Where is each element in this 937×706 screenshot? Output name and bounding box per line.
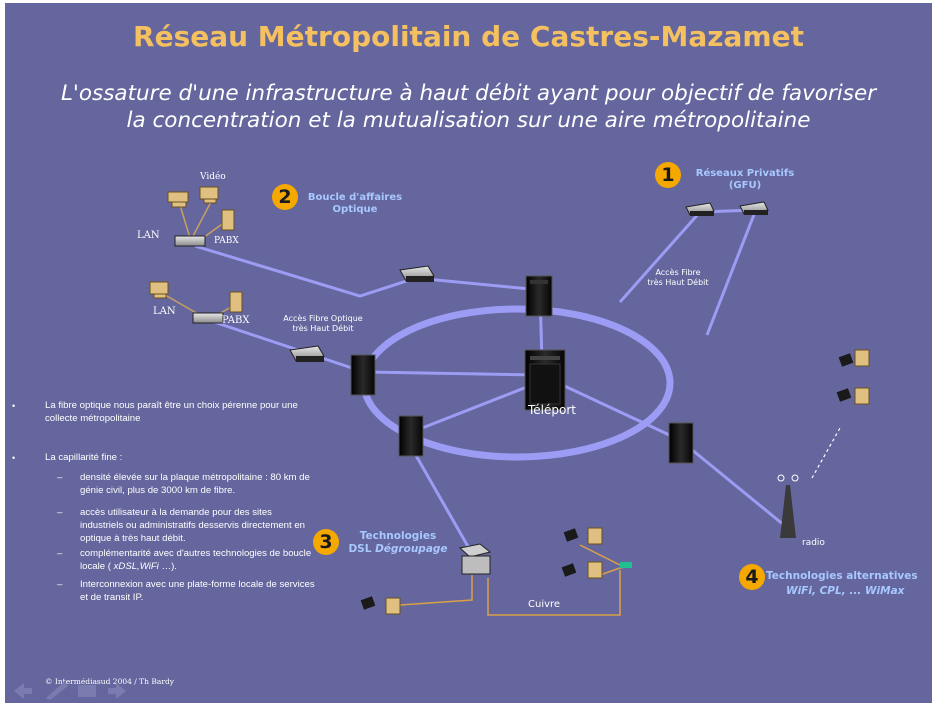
nav-menu-icon[interactable] <box>78 685 96 697</box>
spoke-right <box>555 380 681 442</box>
computer-icons <box>149 186 870 615</box>
link-gfu-left <box>618 211 702 303</box>
label-teleport: Téléport <box>528 403 576 417</box>
section-1-line1: Réseaux Privatifs <box>695 168 795 179</box>
footer-copyright: © Intermédiasud 2004 / Th Bardy <box>45 677 175 686</box>
section-2-line2: Optique <box>332 204 378 215</box>
switch-icon <box>174 235 206 247</box>
link-dsl <box>408 444 472 551</box>
subbullet-3: complémentarité avec d'autres technologi… <box>80 548 312 572</box>
switch-icon <box>289 345 325 362</box>
label-lan-2: LAN <box>153 306 176 317</box>
phone-icon <box>838 353 854 367</box>
server-tower-icon <box>524 349 566 411</box>
section-3-label: Technologies DSL Dégroupage <box>338 530 458 556</box>
label-lan-1: LAN <box>137 230 160 241</box>
section-2-line1: Boucle d'affaires <box>307 192 403 203</box>
dash-marker: – <box>57 579 63 590</box>
phone-icon <box>561 563 577 577</box>
bullet-marker: • <box>12 453 16 463</box>
label-acces-fibre-1: Accès Fibre très Haut Débit <box>647 268 709 287</box>
badge-4: 4 <box>739 564 765 590</box>
nav-back-icon[interactable] <box>14 683 32 699</box>
dslam-icon <box>458 543 492 575</box>
radio-antenna-icon <box>777 474 799 538</box>
subbullet-2: accès utilisateur à la demande pour des … <box>80 507 306 544</box>
computer-icon <box>587 527 603 545</box>
dash-marker: – <box>57 507 63 518</box>
slide-subtitle: L'ossature d'une infrastructure à haut d… <box>5 80 932 134</box>
section-4-label: Technologies alternatives WiFi, CPL, ...… <box>766 569 936 599</box>
server-tower-icon <box>398 415 424 457</box>
section-3-line2: DSL Dégroupage <box>348 543 448 555</box>
subtitle-line-1: L'ossature d'une infrastructure à haut d… <box>60 81 877 106</box>
phone-icon <box>360 596 376 610</box>
nav-forward-icon[interactable] <box>108 683 126 699</box>
switch-icon <box>192 312 224 324</box>
link-lan-node <box>207 318 365 374</box>
subtitle-line-2: la concentration et la mutualisation sur… <box>126 108 811 133</box>
computer-icon <box>854 349 870 367</box>
subbullet-1: densité élevée sur la plaque métropolita… <box>80 472 310 496</box>
switch-icon <box>739 201 769 215</box>
server-tower-icon <box>350 354 376 396</box>
dash-marker: – <box>57 548 63 559</box>
computer-icon <box>587 561 603 579</box>
phone-icon <box>563 528 579 542</box>
label-radio: radio <box>802 538 825 548</box>
section-4-line1: Technologies alternatives <box>766 570 918 582</box>
bullet-marker: • <box>12 401 16 411</box>
label-cuivre: Cuivre <box>528 599 561 610</box>
slide-nav <box>14 682 126 700</box>
section-4-line2: WiFi, CPL, ... WiMax <box>786 585 905 597</box>
bullet-list: • La fibre optique nous paraît être un c… <box>0 398 330 618</box>
computer-icon <box>149 281 169 299</box>
section-1-line2: (GFU) <box>728 180 762 191</box>
link-gfu-right <box>705 211 757 336</box>
badge-1: 1 <box>655 162 681 188</box>
label-pabx-1: PABX <box>214 236 239 246</box>
modem-icon <box>620 562 632 568</box>
slide-background <box>5 3 932 703</box>
section-1-label: Réseaux Privatifs (GFU) <box>670 168 820 192</box>
server-tower-icon <box>668 422 694 464</box>
pabx-icon <box>221 209 235 231</box>
label-acces-fibre-2: Accès Fibre Optique très Haut Débit <box>283 314 363 333</box>
link-pabx-ring <box>194 244 541 298</box>
section-2-label: Boucle d'affaires Optique <box>290 192 420 216</box>
computer-icon <box>385 597 401 615</box>
subbullet-4: Interconnexion avec une plate-forme loca… <box>80 579 315 603</box>
switch-icon <box>685 202 715 216</box>
computer-icon <box>854 387 870 405</box>
pabx-icon <box>229 291 243 313</box>
computer-icon <box>167 191 189 208</box>
slide-title: Réseau Métropolitain de Castres-Mazamet <box>133 20 804 53</box>
link-radio <box>679 438 791 532</box>
section-3-line1: Technologies <box>359 530 437 542</box>
spoke-bottom <box>411 383 533 434</box>
label-pabx-2: PABX <box>222 315 250 326</box>
wireless-link <box>811 427 841 479</box>
phone-icon <box>836 388 852 402</box>
nav-pen-icon[interactable] <box>46 682 68 700</box>
badge-2: 2 <box>272 184 298 210</box>
computer-icon <box>199 186 219 204</box>
phone-icons <box>360 353 854 610</box>
server-tower-icon <box>525 275 553 317</box>
spoke-left <box>363 370 538 377</box>
bullet-2: La capillarité fine : <box>45 452 123 463</box>
label-video: Vidéo <box>200 172 226 182</box>
bullet-1: La fibre optique nous paraît être un cho… <box>45 400 298 424</box>
badge-3: 3 <box>313 529 339 555</box>
dash-marker: – <box>57 472 63 483</box>
switch-icon <box>399 265 435 282</box>
